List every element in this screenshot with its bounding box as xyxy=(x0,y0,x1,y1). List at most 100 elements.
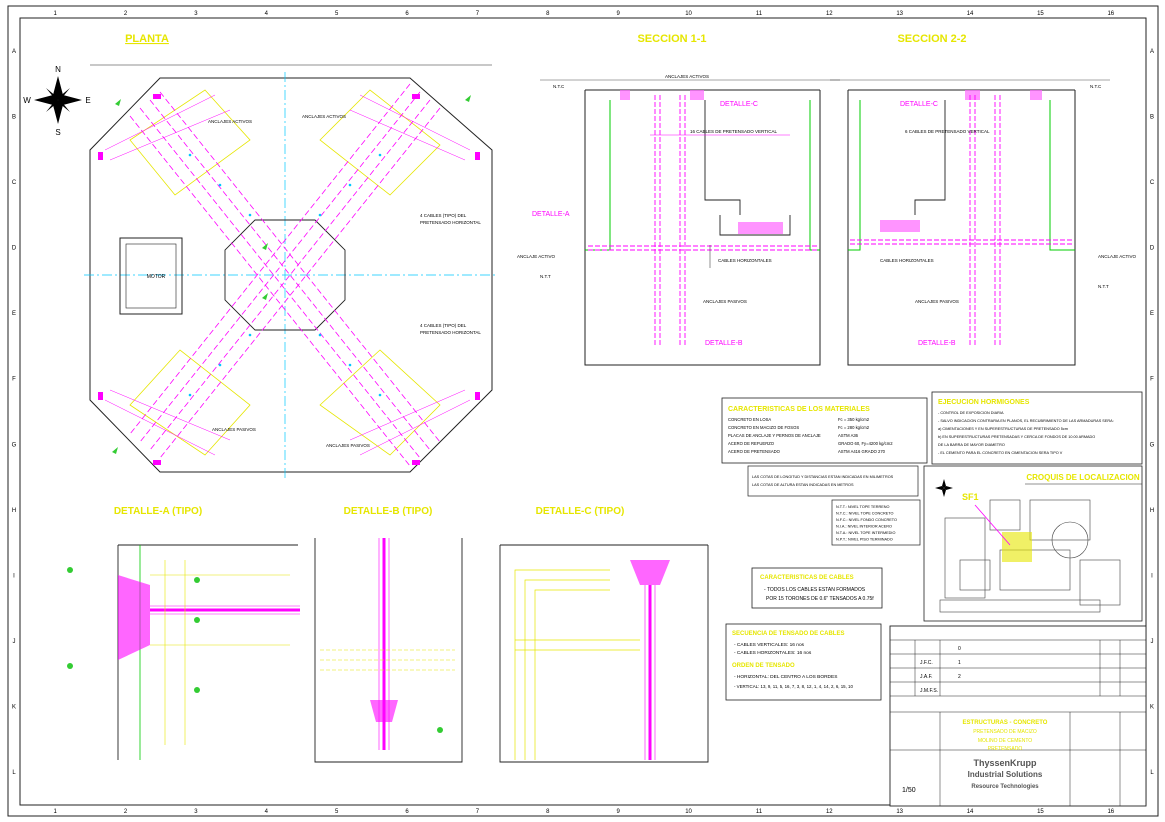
ejecucion-line: b) EN SUPERESTRUCTURAS PRETENSADAS Y CER… xyxy=(938,435,1095,439)
project-line-3: MOLINO DE CEMENTO xyxy=(978,738,1032,744)
materiales-title: CARACTERISTICAS DE LOS MATERIALES xyxy=(728,406,870,413)
border-col-label: 1 xyxy=(54,809,58,815)
anclaje-activo-s1: ANCLAJE ACTIVO xyxy=(517,254,556,259)
rev-1-number: 1 xyxy=(958,660,961,666)
rev-0-by: J.F.C. xyxy=(920,660,933,666)
border-col-label: 9 xyxy=(617,11,621,17)
seccion-1-1-title: SECCION 1-1 xyxy=(637,33,706,45)
border-col-label: 14 xyxy=(967,809,974,815)
cables-box-line1: - TODOS LOS CABLES ESTAN FORMADOS xyxy=(764,587,866,593)
cables-horiz-label-1: 4 CABLES (TIPO) DEL xyxy=(420,213,467,218)
border-col-label: 5 xyxy=(335,11,339,17)
border-col-label: 11 xyxy=(756,809,763,815)
border-row-label: B xyxy=(1150,114,1154,120)
border-col-label: 15 xyxy=(1037,809,1044,815)
border-col-label: 4 xyxy=(265,11,269,17)
border-row-label: G xyxy=(1150,442,1155,448)
border-row-label: D xyxy=(1150,246,1155,252)
croquis-sf1: SF1 xyxy=(962,492,979,502)
border-col-label: 2 xyxy=(124,809,128,815)
border-col-label: 16 xyxy=(1107,11,1114,17)
border-col-label: 2 xyxy=(124,11,128,17)
border-col-label: 6 xyxy=(405,11,409,17)
secuencia-line4: - VERTICAL: 13, 9, 11, 5, 16, 7, 3, 8, 1… xyxy=(734,684,854,689)
border-col-label: 10 xyxy=(685,11,692,17)
border-col-label: 1 xyxy=(54,11,58,17)
detalle-a-title: DETALLE-A (TIPO) xyxy=(114,506,202,517)
materiales-row-value: ASTM A36 xyxy=(838,433,859,438)
border-col-label: 10 xyxy=(685,809,692,815)
anclajes-pasivos-s1: ANCLAJES PASIVOS xyxy=(703,299,747,304)
materiales-row-value: Fc = 350 kg/cm2 xyxy=(838,417,870,422)
ejecucion-line: a) CIMENTACIONES Y EN SUPERESTRUCTURAS D… xyxy=(938,427,1068,431)
border-row-label: E xyxy=(1150,311,1154,317)
border-row-label: I xyxy=(1151,573,1153,579)
border-row-label: J xyxy=(1151,639,1154,645)
secuencia-sub: ORDEN DE TENSADO xyxy=(732,663,795,669)
anclajes-activos-s1: ANCLAJES ACTIVOS xyxy=(665,74,709,79)
border-col-label: 7 xyxy=(476,809,480,815)
seccion-1-1-view: SECCION 1-1 DETALLE-C DETALLE-A DETALLE-… xyxy=(517,33,840,366)
border-col-label: 11 xyxy=(756,11,763,17)
border-col-label: 13 xyxy=(896,11,903,17)
border-row-label: H xyxy=(1150,508,1154,514)
ntc-s2: N.T.C xyxy=(1090,84,1102,89)
company-line-2: Industrial Solutions xyxy=(968,770,1043,779)
anclaje-activo-s2: ANCLAJE ACTIVO xyxy=(1098,254,1137,259)
notas-intro-1: LAS COTAS DE LONGITUD Y DISTANCIAS ESTAN… xyxy=(752,475,894,479)
anclajes-activos-nw: ANCLAJES ACTIVOS xyxy=(208,119,252,124)
border-row-label: G xyxy=(12,442,17,448)
project-line-4: PRETENSADO xyxy=(988,746,1023,752)
detalle-a-view: DETALLE-A (TIPO) xyxy=(67,506,300,760)
croquis-compass-icon xyxy=(935,479,953,497)
border-col-label: 14 xyxy=(967,11,974,17)
border-row-label: L xyxy=(12,770,16,776)
seccion-2-2-view: SECCION 2-2 DETALLE-C DETALLE-B 6 CABLES… xyxy=(830,33,1137,366)
border-row-label: C xyxy=(12,180,17,186)
materiales-row-value: GRADO 60, Fy=4200 kg/cm2 xyxy=(838,441,893,446)
detalle-a-label-s1: DETALLE-A xyxy=(532,211,570,218)
cables-box-title: CARACTERISTICAS DE CABLES xyxy=(760,575,854,581)
rev-2-by: J.M.F.S. xyxy=(920,688,938,694)
company-line-3: Resource Technologies xyxy=(971,784,1039,790)
border-col-label: 8 xyxy=(546,809,550,815)
cables-verticales-s2: 6 CABLES DE PRETENSADO VERTICAL xyxy=(905,129,990,134)
detalle-c-label-s1: DETALLE-C xyxy=(720,101,758,108)
company-line-1: ThyssenKrupp xyxy=(973,758,1037,768)
ntt-s2: N.T.T xyxy=(1098,284,1109,289)
anclajes-pasivos-se: ANCLAJES PASIVOS xyxy=(326,443,370,448)
ntc-s1: N.T.C xyxy=(553,84,565,89)
materiales-row-label: CONCRETO EN LOSA xyxy=(728,417,771,422)
rev-1-by: J.A.F. xyxy=(920,674,933,680)
project-line-1: ESTRUCTURAS - CONCRETO xyxy=(963,720,1048,726)
materiales-row-value: ASTM A416 GRADO 270 xyxy=(838,449,886,454)
ejecucion-line: - SALVO INDICACION CONTRARIA EN PLANOS, … xyxy=(938,419,1114,423)
motor-label: MOTOR xyxy=(147,274,166,280)
border-row-label: C xyxy=(1150,180,1155,186)
border-row-label: H xyxy=(12,508,16,514)
border-row-label: D xyxy=(12,246,17,252)
border-column-labels: 1122334455667788991010111112121313141415… xyxy=(54,11,1115,815)
materiales-row-label: CONCRETO EN MACIZO DE FOSOS xyxy=(728,425,799,430)
materiales-row-value: Fc = 280 kg/cm2 xyxy=(838,425,870,430)
border-row-label: F xyxy=(12,377,16,383)
sheet-border xyxy=(7,5,1159,817)
cables-verticales-s1: 16 CABLES DE PRETENSADO VERTICAL xyxy=(690,129,777,134)
border-row-label: L xyxy=(1150,770,1154,776)
secuencia-line2: - CABLES HORIZONTALES: 16 nos xyxy=(734,650,812,656)
border-col-label: 3 xyxy=(194,809,198,815)
materiales-row-label: ACERO DE PRETENSADO xyxy=(728,449,781,454)
cables-horiz-label-4: PRETENSADO HORIZONTAL xyxy=(420,330,481,335)
ejecucion-line: - CONTROL DE EXPOSICION DIARIA xyxy=(938,411,1004,415)
anclajes-pasivos-s2: ANCLAJES PASIVOS xyxy=(915,299,959,304)
cables-horiz-label-2: PRETENSADO HORIZONTAL xyxy=(420,220,481,225)
materiales-box: CARACTERISTICAS DE LOS MATERIALES CONCRE… xyxy=(721,397,928,464)
compass-s: S xyxy=(55,128,60,137)
materiales-row-label: PLACAS DE ANCLAJE Y PERNOS DE ANCLAJE xyxy=(728,433,821,438)
cables-horizontales-s2: CABLES HORIZONTALES xyxy=(880,258,934,263)
border-row-label: A xyxy=(1150,49,1154,55)
rev-2-number: 2 xyxy=(958,674,961,680)
border-col-label: 13 xyxy=(896,809,903,815)
